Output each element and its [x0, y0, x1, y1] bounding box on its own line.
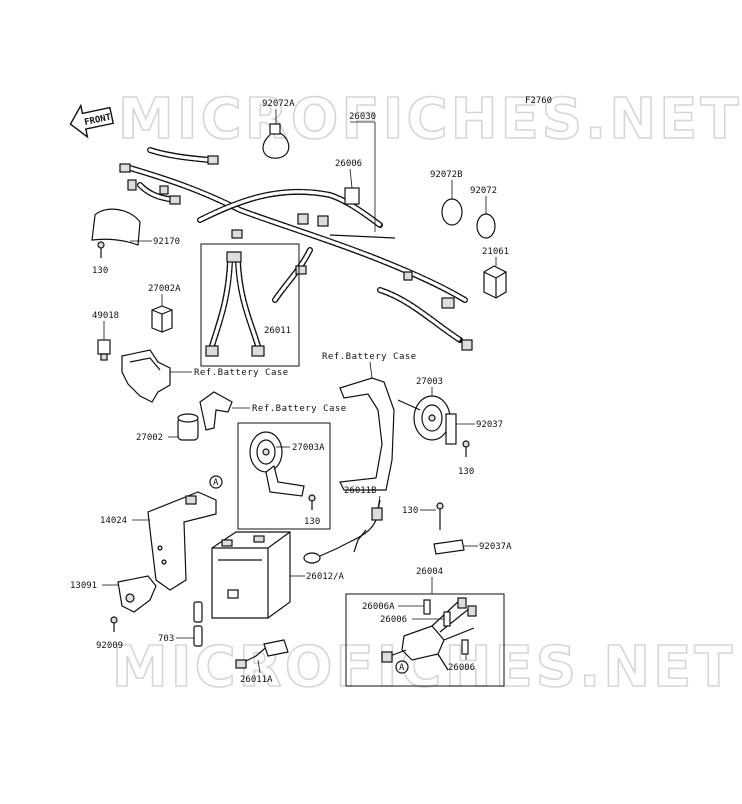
- strap-92037a: [433, 539, 465, 555]
- callout-92072: 92072: [470, 186, 497, 196]
- main-harness: [119, 147, 473, 351]
- front-arrow-icon: FRONT: [69, 103, 115, 139]
- bolt-130-d: [436, 502, 444, 530]
- marker-a-bottom: [395, 660, 409, 674]
- bracket-battery-case-a: [121, 349, 171, 403]
- bolt-130-a: [97, 241, 105, 258]
- callout-130-c: 130: [304, 517, 320, 527]
- relay-21061: [483, 265, 507, 299]
- ring-92072b: [441, 198, 463, 226]
- callout-21061: 21061: [482, 247, 509, 257]
- marker-a-bottom-label: A: [399, 663, 405, 673]
- bracket-13091: [117, 575, 157, 613]
- callout-27003a: 27003A: [292, 443, 325, 453]
- callout-14024: 14024: [100, 516, 127, 526]
- callout-27003: 27003: [416, 377, 443, 387]
- callout-92037: 92037: [476, 420, 503, 430]
- callout-26006a: 26006A: [362, 602, 395, 612]
- part-49018: [97, 339, 111, 361]
- callout-26006-bottom: 26006: [448, 663, 475, 673]
- box-26011: [200, 243, 300, 367]
- reference-battery-case-2: Ref.Battery Case: [322, 352, 417, 362]
- callout-13091: 13091: [70, 581, 97, 591]
- battery-26012: [211, 531, 291, 619]
- holder-14024: [147, 491, 217, 591]
- relay-27002a: [151, 305, 173, 333]
- callout-26006-top: 26006: [335, 159, 362, 169]
- callout-92170: 92170: [153, 237, 180, 247]
- callout-26011a: 26011A: [240, 675, 273, 685]
- callout-26011: 26011: [264, 326, 291, 336]
- callout-92072b: 92072B: [430, 170, 463, 180]
- fuses-703: [193, 601, 203, 647]
- callout-130-d: 130: [402, 506, 418, 516]
- figure-code: F2760: [525, 96, 552, 106]
- reference-battery-case-1: Ref.Battery Case: [194, 368, 289, 378]
- marker-a-top-label: A: [213, 478, 219, 488]
- callout-92037a: 92037A: [479, 542, 512, 552]
- bolt-130-c: [308, 494, 316, 510]
- callout-703: 703: [158, 634, 174, 644]
- callout-26011b: 26011B: [344, 486, 377, 496]
- callout-27002a: 27002A: [148, 284, 181, 294]
- callout-26006-mid: 26006: [380, 615, 407, 625]
- bracket-27003-mount: [339, 377, 395, 491]
- callout-130-b: 130: [458, 467, 474, 477]
- watermark-top: MICROFICHES.NET: [118, 87, 742, 152]
- callout-49018: 49018: [92, 311, 119, 321]
- bracket-battery-case-b: [199, 391, 233, 431]
- box-26004: [345, 593, 505, 687]
- screw-92009: [110, 616, 118, 632]
- lead-26011b: [303, 499, 383, 564]
- cover-92170: [91, 208, 141, 246]
- reference-battery-case-3: Ref.Battery Case: [252, 404, 347, 414]
- callout-92009: 92009: [96, 641, 123, 651]
- callout-26004: 26004: [416, 567, 443, 577]
- callout-26030: 26030: [349, 112, 376, 122]
- box-27003a: [237, 422, 331, 530]
- part-92037: [445, 413, 457, 445]
- clamp-92072a: [262, 123, 290, 159]
- callout-92072a: 92072A: [262, 99, 295, 109]
- relay-27002: [177, 413, 199, 441]
- callout-26012a: 26012/A: [306, 572, 345, 582]
- bolt-130-b: [462, 440, 470, 457]
- marker-a-top: [209, 475, 223, 489]
- harness-26004: [381, 597, 477, 671]
- callout-27002: 27002: [136, 433, 163, 443]
- callout-130-a: 130: [92, 266, 108, 276]
- horn-27003: [397, 395, 451, 441]
- lead-26011a: [235, 639, 289, 669]
- subharness-26011: [205, 251, 265, 357]
- ring-92072: [476, 213, 496, 239]
- horn-27003a: [249, 431, 305, 497]
